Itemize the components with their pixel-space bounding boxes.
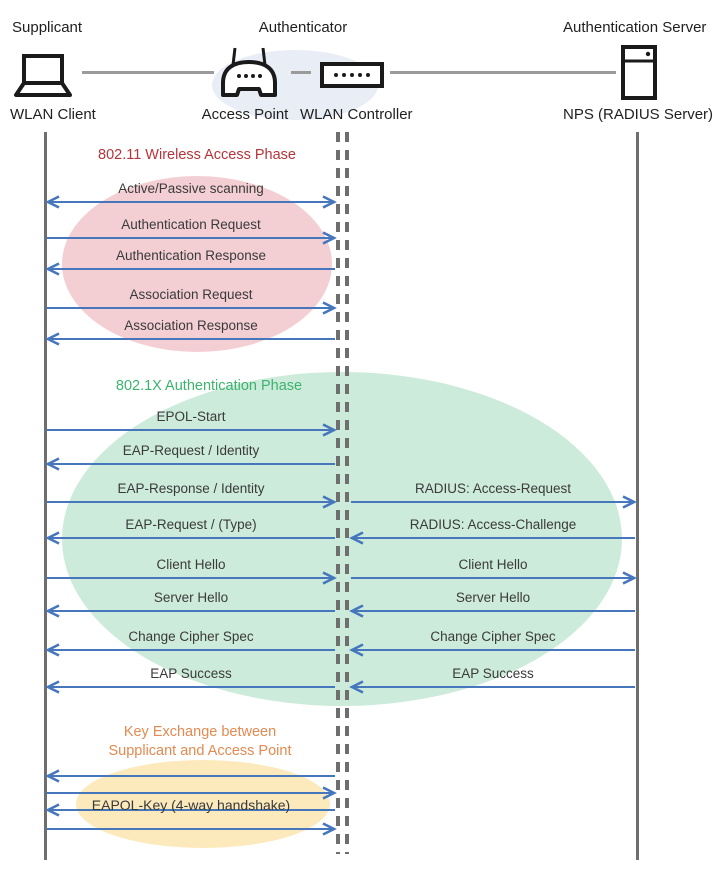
message-arrow — [47, 495, 337, 509]
phase2-title: 802.1X Authentication Phase — [115, 378, 303, 394]
message-label: EAP-Request / Identity — [122, 443, 260, 458]
phase3-title-line2: Supplicant and Access Point — [108, 742, 292, 759]
message-arrow — [349, 604, 635, 618]
message-label: Change Cipher Spec — [128, 629, 254, 644]
phase3-title-line1: Key Exchange between — [123, 724, 277, 740]
access-point-icon — [218, 46, 280, 98]
message-label: RADIUS: Access-Challenge — [409, 517, 577, 532]
message-label: EAP-Request / (Type) — [125, 517, 257, 532]
role-authentication-server: Authentication Server — [563, 19, 707, 36]
message-label: RADIUS: Access-Request — [414, 481, 572, 496]
phase3-ellipse — [76, 760, 330, 848]
lifeline-wlan-client — [44, 132, 47, 860]
wlan-controller-icon — [320, 62, 384, 88]
message-label: EAP Success — [150, 666, 232, 681]
device-nps-radius-server: NPS (RADIUS Server) — [563, 106, 713, 123]
message-arrow — [47, 231, 337, 245]
message-arrow — [45, 457, 335, 471]
message-arrow — [349, 531, 635, 545]
message-arrow — [47, 301, 337, 315]
device-access-point: Access Point — [201, 106, 289, 123]
message-label: Authentication Request — [121, 217, 261, 232]
message-label: EAP Success — [452, 666, 534, 681]
message-label: Change Cipher Spec — [430, 629, 556, 644]
phase3-title: Key Exchange between Supplicant and Acce… — [85, 723, 315, 760]
phase1-title: 802.11 Wireless Access Phase — [98, 147, 296, 163]
message-label: Server Hello — [455, 590, 531, 605]
message-label: EAP-Response / Identity — [117, 481, 265, 496]
message-arrow — [47, 822, 337, 836]
link-ap-controller — [291, 71, 311, 74]
device-wlan-client: WLAN Client — [10, 106, 96, 123]
message-arrow — [47, 423, 337, 437]
message-arrow — [45, 262, 335, 276]
lifeline-authenticator-right — [345, 132, 349, 854]
message-label: EPOL-Start — [156, 409, 226, 424]
laptop-icon — [12, 54, 74, 98]
lifeline-authenticator-left — [336, 132, 340, 854]
message-arrow — [45, 332, 335, 346]
device-wlan-controller: WLAN Controller — [300, 106, 413, 123]
message-label: Server Hello — [153, 590, 229, 605]
message-label: Association Request — [129, 287, 253, 302]
message-label: Association Response — [124, 318, 258, 333]
lifeline-radius-server — [636, 132, 639, 860]
link-client-ap — [82, 71, 214, 74]
message-arrow — [45, 195, 337, 209]
message-label: Active/Passive scanning — [118, 181, 264, 196]
message-arrow — [349, 680, 635, 694]
role-authenticator: Authenticator — [258, 19, 348, 36]
message-arrow — [45, 531, 335, 545]
server-icon — [621, 45, 657, 100]
message-arrow — [351, 495, 637, 509]
role-supplicant: Supplicant — [12, 19, 83, 36]
message-arrow — [349, 643, 635, 657]
message-arrow — [351, 571, 637, 585]
message-arrow — [45, 803, 335, 817]
message-label: Client Hello — [156, 557, 226, 572]
phase1-ellipse — [62, 176, 332, 352]
message-arrow — [45, 680, 335, 694]
message-label: Authentication Response — [115, 248, 267, 263]
message-label: Client Hello — [458, 557, 528, 572]
message-arrow — [45, 769, 335, 783]
message-arrow — [45, 643, 335, 657]
link-controller-server — [390, 71, 616, 74]
eapol-key-label: EAPOL-Key (4-way handshake) — [91, 797, 291, 813]
message-arrow — [47, 786, 337, 800]
message-arrow — [45, 604, 335, 618]
message-arrow — [47, 571, 337, 585]
